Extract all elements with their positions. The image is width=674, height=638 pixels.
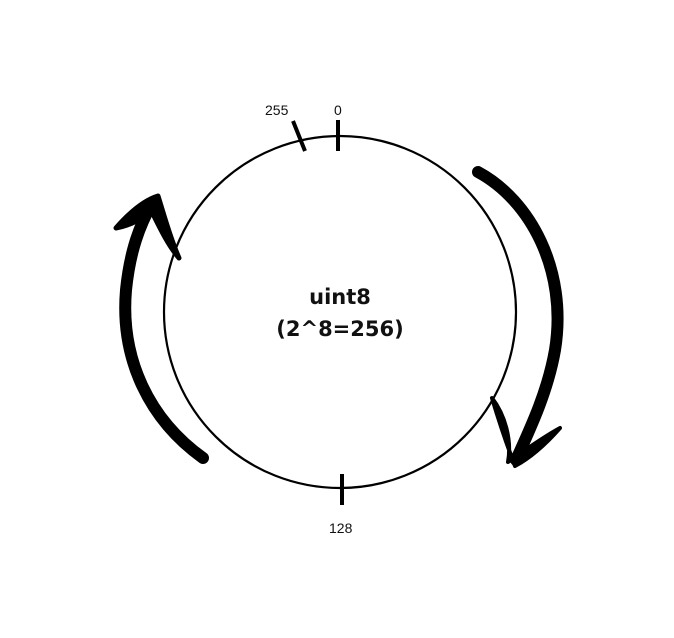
diagram-subtitle: (2^8=256) (276, 317, 404, 341)
tick-255 (291, 120, 307, 152)
left-arrow-icon (113, 193, 209, 464)
tick-label-0: 0 (334, 102, 342, 118)
tick-label-255: 255 (265, 102, 289, 118)
value-ring (162, 134, 518, 490)
tick-label-128: 128 (329, 520, 353, 536)
diagram-title: uint8 (309, 285, 371, 309)
right-arrow-icon (472, 166, 564, 468)
